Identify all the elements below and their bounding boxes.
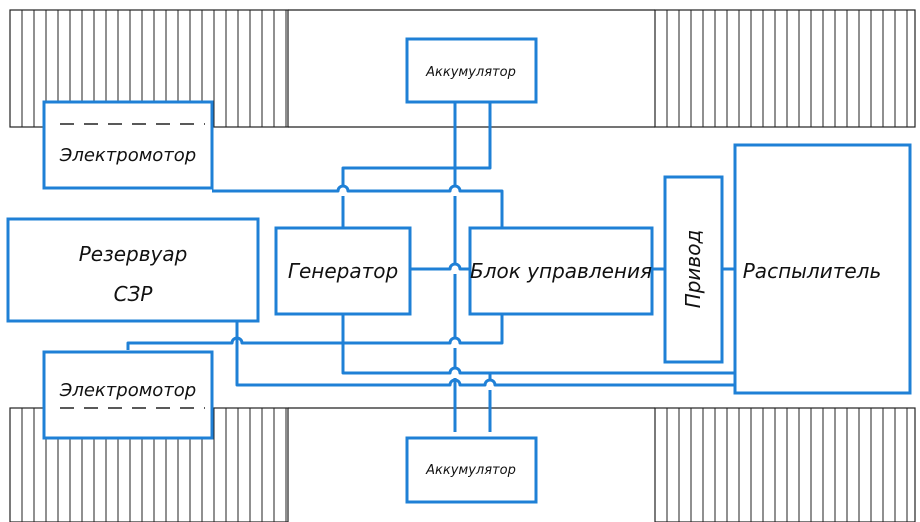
battery-bottom-label: Аккумулятор	[425, 463, 516, 478]
generator-block: Генератор	[274, 226, 412, 316]
motor-top-label: Электромотор	[59, 145, 196, 166]
wire-tank-sprayer	[235, 321, 735, 387]
wire-generator-sprayer	[341, 314, 735, 375]
motor-bottom-block: Электромотор	[42, 350, 214, 440]
track-bottom-right	[654, 407, 916, 522]
wire-battery-top-return	[341, 102, 492, 228]
drive-label: Привод	[681, 230, 705, 309]
tank-label-line1: Резервуар	[79, 242, 188, 266]
tank-label-line2: СЗР	[114, 282, 154, 306]
control-unit-block: Блок управления	[468, 226, 654, 316]
wiring	[126, 102, 735, 432]
drive-block: Привод	[663, 175, 724, 364]
track-top-right	[654, 9, 916, 128]
motor-top-block: Электромотор	[42, 100, 214, 190]
battery-bottom-block: Аккумулятор	[405, 436, 538, 504]
wire-motor-bottom	[126, 314, 504, 350]
battery-top-block: Аккумулятор	[405, 37, 538, 104]
wire-motor-top	[212, 184, 504, 228]
tank-block: Резервуар СЗР	[6, 217, 260, 323]
motor-bottom-label: Электромотор	[59, 380, 196, 401]
wire-gen-control	[410, 262, 470, 271]
sprayer-block: Распылитель	[733, 143, 912, 395]
battery-top-label: Аккумулятор	[425, 65, 516, 80]
control-unit-label: Блок управления	[470, 259, 652, 283]
sprayer-label: Распылитель	[743, 259, 882, 283]
generator-label: Генератор	[288, 259, 398, 283]
